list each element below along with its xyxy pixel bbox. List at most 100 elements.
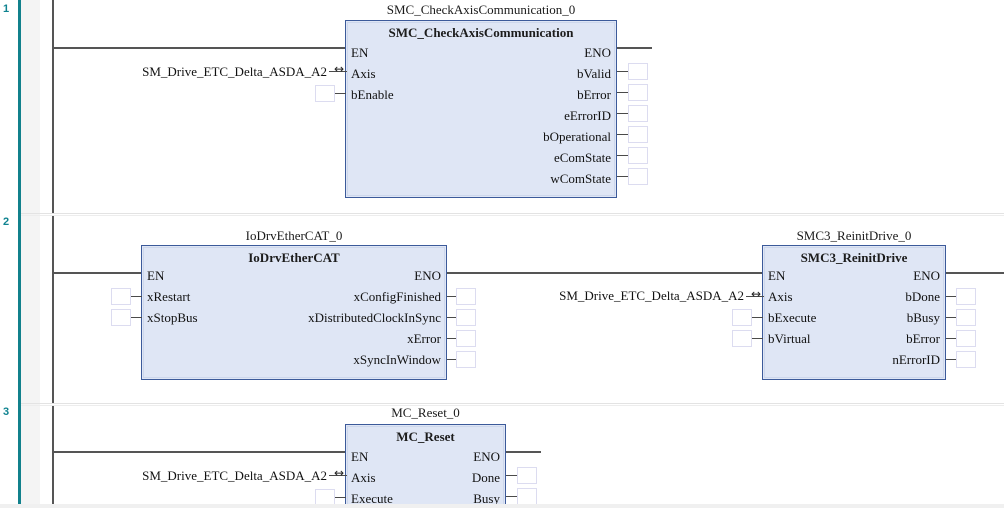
wire-eerrorid — [617, 113, 628, 114]
operand-box-bdone[interactable] — [956, 288, 976, 305]
operand-box-boperational[interactable] — [628, 126, 648, 143]
function-block-smc-checkaxiscommunication[interactable]: SMC_CheckAxisCommunication EN Axis bEnab… — [345, 20, 617, 198]
input-pin-axis[interactable]: Axis — [351, 66, 376, 81]
function-block-iodrvethercat[interactable]: IoDrvEtherCAT EN xRestart xStopBus ENO x… — [141, 245, 447, 380]
wire-en-network-1 — [53, 47, 345, 49]
input-pin-en-4[interactable]: EN — [351, 449, 369, 464]
input-pin-xrestart[interactable]: xRestart — [147, 289, 191, 304]
output-pin-xconfigfinished[interactable]: xConfigFinished — [353, 289, 441, 304]
block-type-name-4: MC_Reset — [396, 429, 455, 444]
input-pin-en[interactable]: EN — [351, 45, 369, 60]
wire-en-network-2 — [53, 272, 141, 274]
output-pin-bvalid[interactable]: bValid — [577, 66, 611, 81]
output-pin-berror[interactable]: bError — [577, 87, 611, 102]
operand-box-eerrorid[interactable] — [628, 105, 648, 122]
block-type-name-2: IoDrvEtherCAT — [248, 250, 340, 265]
wire-eno-network-1 — [617, 47, 652, 49]
block-instance-name-1[interactable]: SMC_CheckAxisCommunication_0 — [386, 2, 576, 17]
network-selection-bar — [18, 0, 21, 508]
input-pin-axis-3[interactable]: Axis — [768, 289, 793, 304]
wire-axis-network-1 — [329, 71, 347, 72]
operand-box-bvalid[interactable] — [628, 63, 648, 80]
operand-box-xstopbus[interactable] — [111, 309, 131, 326]
output-pin-berror-3[interactable]: bError — [906, 331, 940, 346]
wire-axis-smc3 — [746, 296, 764, 297]
block-instance-name-3[interactable]: SMC3_ReinitDrive_0 — [796, 228, 912, 243]
output-pin-nerrorid[interactable]: nErrorID — [892, 352, 940, 367]
output-pin-bbusy[interactable]: bBusy — [906, 310, 940, 325]
network-gutter — [21, 0, 40, 508]
function-block-mc-reset[interactable]: MC_Reset EN Axis Execute ENO Done Busy — [345, 424, 506, 508]
inout-arrow-icon-axis-3: ↔ — [750, 287, 762, 301]
operand-box-berror[interactable] — [628, 84, 648, 101]
wire-bdone — [946, 296, 956, 297]
operand-box-xerror[interactable] — [456, 330, 476, 347]
output-pin-boperational[interactable]: bOperational — [543, 129, 611, 144]
output-pin-wcomstate[interactable]: wComState — [550, 171, 611, 186]
wire-bbusy — [946, 317, 956, 318]
input-pin-axis-4[interactable]: Axis — [351, 470, 376, 485]
operand-axis-network-1[interactable]: SM_Drive_ETC_Delta_ASDA_A2 — [142, 64, 327, 79]
output-pin-xsyncinwindow[interactable]: xSyncInWindow — [353, 352, 441, 367]
wire-ecomstate — [617, 155, 628, 156]
operand-box-xsyncinwindow[interactable] — [456, 351, 476, 368]
operand-box-ecomstate[interactable] — [628, 147, 648, 164]
wire-eno-iodrvethercat — [447, 272, 507, 274]
operand-box-xdistributedclockinsync[interactable] — [456, 309, 476, 326]
operand-box-xconfigfinished[interactable] — [456, 288, 476, 305]
input-pin-en-2[interactable]: EN — [147, 268, 165, 283]
network-number-1[interactable]: 1 — [3, 3, 10, 15]
network-number-3[interactable]: 3 — [3, 406, 10, 418]
operand-box-berror-3[interactable] — [956, 330, 976, 347]
output-pin-busy[interactable]: Busy — [473, 491, 500, 506]
wire-busy — [506, 496, 517, 497]
operand-axis-mc-reset[interactable]: SM_Drive_ETC_Delta_ASDA_A2 — [142, 468, 327, 483]
output-pin-ecomstate[interactable]: eComState — [553, 150, 611, 165]
output-pin-done[interactable]: Done — [471, 470, 500, 485]
wire-done — [506, 475, 517, 476]
operand-box-bbusy[interactable] — [956, 309, 976, 326]
block-instance-name-4[interactable]: MC_Reset_0 — [391, 405, 460, 420]
wire-en-smc3-reinitdrive — [507, 272, 762, 274]
inout-arrow-icon-axis-4: ↔ — [333, 466, 345, 480]
operand-box-wcomstate[interactable] — [628, 168, 648, 185]
output-pin-eno-4[interactable]: ENO — [473, 449, 500, 464]
wire-bexecute — [752, 317, 763, 318]
operand-box-busy[interactable] — [517, 488, 537, 505]
input-pin-xstopbus[interactable]: xStopBus — [147, 310, 198, 325]
output-pin-eno[interactable]: ENO — [584, 45, 611, 60]
block-type-name-1: SMC_CheckAxisCommunication — [388, 25, 574, 40]
wire-boperational — [617, 134, 628, 135]
wire-nerrorid — [946, 359, 956, 360]
input-pin-bexecute[interactable]: bExecute — [768, 310, 817, 325]
function-block-smc3-reinitdrive[interactable]: SMC3_ReinitDrive EN Axis bExecute bVirtu… — [762, 245, 946, 380]
output-pin-xdistributedclockinsync[interactable]: xDistributedClockInSync — [308, 310, 441, 325]
wire-en-network-3 — [53, 451, 345, 453]
wire-xerror — [447, 338, 456, 339]
network-number-2[interactable]: 2 — [3, 216, 10, 228]
input-pin-benable[interactable]: bEnable — [351, 87, 394, 102]
operand-box-bvirtual[interactable] — [732, 330, 752, 347]
operand-axis-smc3-reinitdrive[interactable]: SM_Drive_ETC_Delta_ASDA_A2 — [559, 288, 744, 303]
wire-xdistributedclockinsync — [447, 317, 456, 318]
operand-box-xrestart[interactable] — [111, 288, 131, 305]
network-separator-1 — [21, 213, 1004, 214]
wire-bvirtual — [752, 338, 763, 339]
operand-box-bexecute[interactable] — [732, 309, 752, 326]
output-pin-eno-2[interactable]: ENO — [414, 268, 441, 283]
wire-bvalid — [617, 71, 628, 72]
output-pin-xerror[interactable]: xError — [407, 331, 441, 346]
input-pin-execute[interactable]: Execute — [351, 491, 393, 506]
operand-box-done[interactable] — [517, 467, 537, 484]
input-pin-en-3[interactable]: EN — [768, 268, 786, 283]
output-pin-bdone[interactable]: bDone — [905, 289, 940, 304]
power-rail-network-1 — [52, 0, 54, 213]
operand-box-benable[interactable] — [315, 85, 335, 102]
operand-box-nerrorid[interactable] — [956, 351, 976, 368]
output-pin-eno-3[interactable]: ENO — [913, 268, 940, 283]
block-instance-name-2[interactable]: IoDrvEtherCAT_0 — [245, 228, 343, 243]
input-pin-bvirtual[interactable]: bVirtual — [768, 331, 811, 346]
output-pin-eerrorid[interactable]: eErrorID — [564, 108, 611, 123]
wire-xstopbus — [131, 317, 142, 318]
